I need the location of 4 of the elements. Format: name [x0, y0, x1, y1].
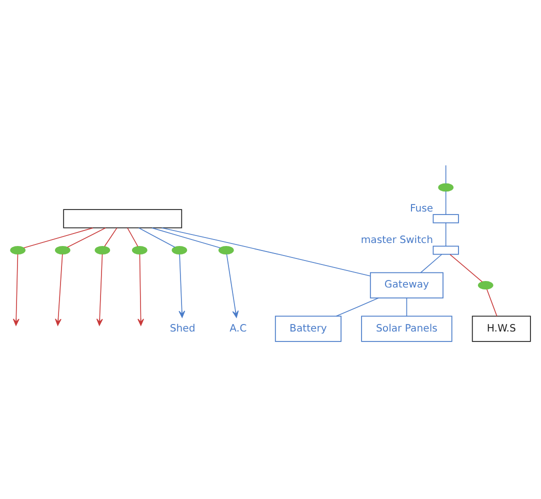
node-label: master Switch	[360, 234, 434, 246]
node-text: A.C	[230, 322, 247, 334]
node-text: Shed	[170, 322, 196, 334]
node-label: Fuse	[410, 202, 434, 214]
